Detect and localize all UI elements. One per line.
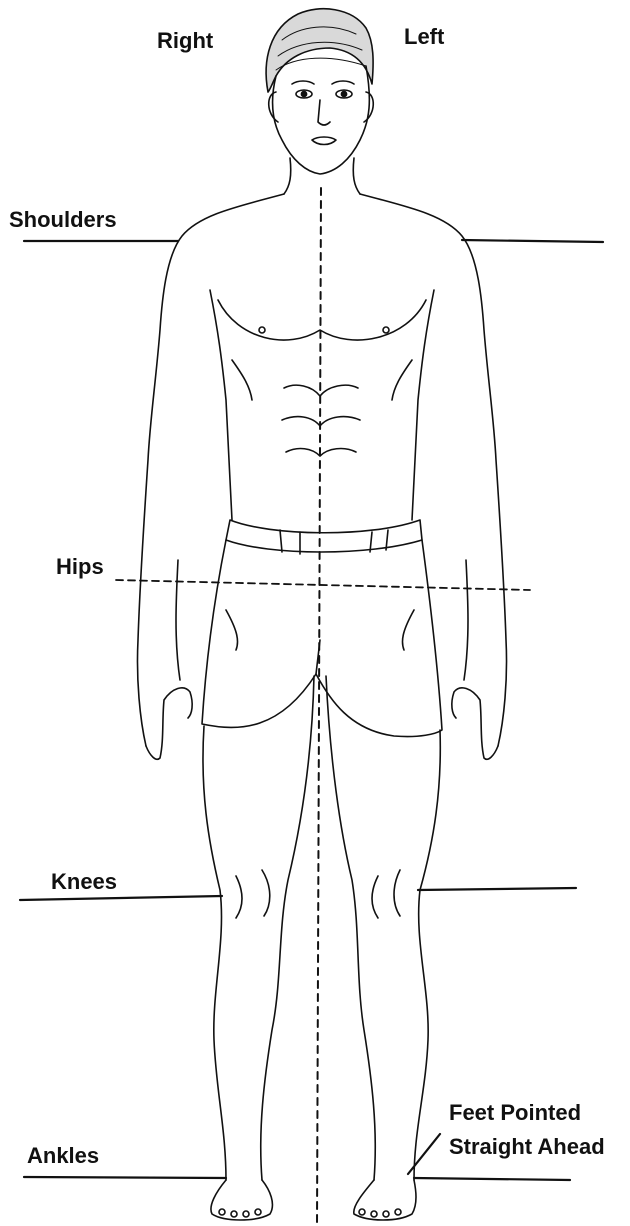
ankles-line-right (24, 1177, 226, 1178)
label-left: Left (404, 24, 444, 49)
hair (266, 9, 373, 92)
head (273, 66, 370, 174)
waistband (226, 520, 422, 552)
torso-left-outline (137, 194, 284, 746)
knees-line-right (20, 896, 222, 900)
shoulders-line-left (462, 240, 603, 242)
label-ankles: Ankles (27, 1143, 99, 1168)
label-knees: Knees (51, 869, 117, 894)
label-straight-ahead: Straight Ahead (449, 1134, 605, 1159)
label-shoulders: Shoulders (9, 207, 117, 232)
ankles-line-left (414, 1178, 570, 1180)
leg-left-inner (326, 676, 375, 1180)
leg-right-inner (261, 676, 314, 1180)
label-right: Right (157, 28, 213, 53)
knees-line-left (418, 888, 576, 890)
leg-left-outer (414, 730, 440, 1180)
hand-left (452, 688, 498, 759)
hand-right (146, 688, 192, 759)
torso-right-outline (360, 194, 507, 746)
label-feet-pointed: Feet Pointed (449, 1100, 581, 1125)
label-hips: Hips (56, 554, 104, 579)
midline-dashed (317, 188, 321, 1226)
leg-right-outer (203, 726, 226, 1180)
feet-pointer-line (408, 1134, 440, 1174)
